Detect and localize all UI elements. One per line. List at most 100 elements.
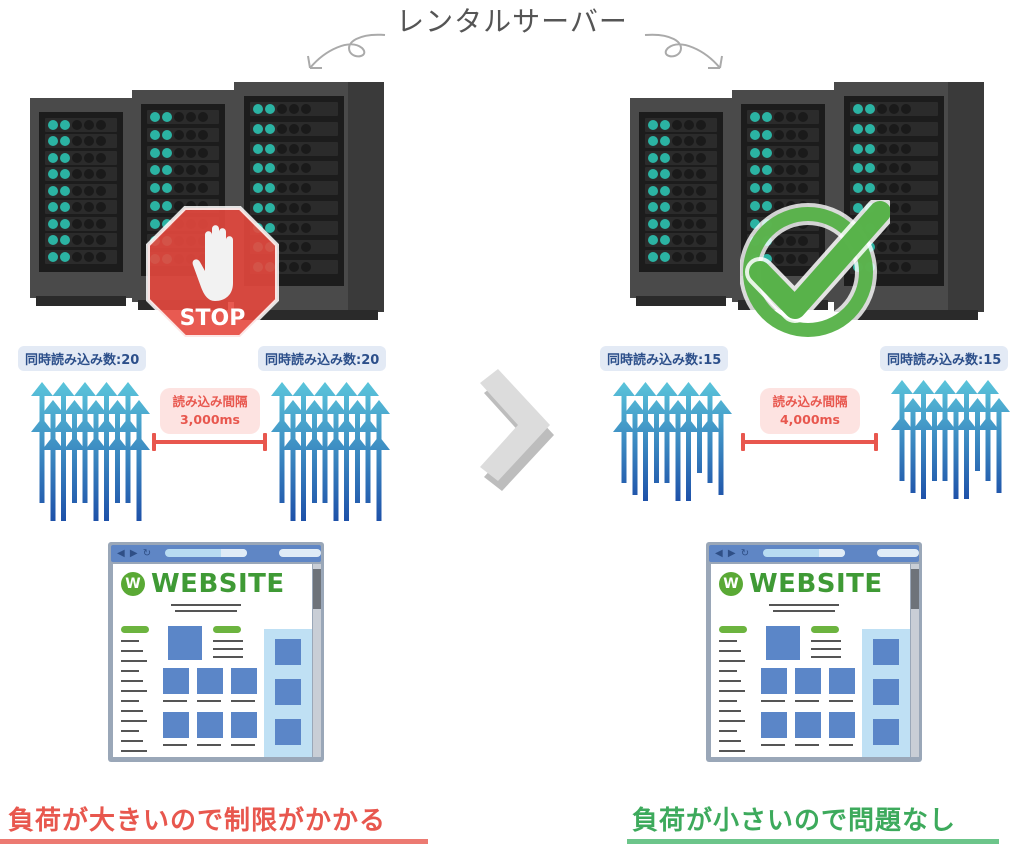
status-led-on bbox=[162, 112, 172, 122]
text-line bbox=[811, 656, 841, 658]
status-led-on bbox=[60, 202, 70, 213]
status-led-on bbox=[648, 251, 658, 262]
status-led-off bbox=[672, 185, 682, 196]
status-led-on bbox=[150, 183, 160, 194]
status-led-off bbox=[696, 218, 706, 229]
status-led-off bbox=[84, 120, 94, 130]
server-unit bbox=[45, 216, 117, 231]
status-led-off bbox=[277, 143, 287, 154]
status-led-off bbox=[186, 112, 196, 122]
status-led-on bbox=[750, 112, 760, 122]
request-arrow bbox=[52, 418, 75, 521]
status-led-off bbox=[289, 242, 299, 253]
status-led-on bbox=[162, 129, 172, 140]
status-led-off bbox=[301, 202, 311, 213]
status-led-on bbox=[648, 185, 658, 196]
status-led-off bbox=[198, 129, 208, 140]
server-unit bbox=[250, 181, 338, 196]
interval-badge-right: 読み込み間隔 4,000ms bbox=[760, 388, 860, 434]
text-line bbox=[121, 740, 143, 742]
status-led-off bbox=[289, 262, 299, 273]
conclusion-left: 負荷が大きいので制限がかかる bbox=[8, 806, 387, 836]
status-led-off bbox=[798, 236, 808, 247]
status-led-on bbox=[660, 235, 670, 246]
text-line bbox=[719, 680, 741, 682]
status-led-on bbox=[60, 152, 70, 163]
request-arrow bbox=[95, 418, 118, 515]
server-unit bbox=[147, 145, 219, 160]
status-led-off bbox=[301, 262, 311, 273]
server-unit bbox=[645, 183, 717, 198]
server-unit bbox=[645, 167, 717, 182]
status-led-off bbox=[84, 218, 94, 229]
request-arrow bbox=[613, 418, 635, 483]
text-line bbox=[121, 730, 139, 732]
text-line bbox=[719, 650, 741, 652]
status-led-off bbox=[174, 165, 184, 176]
request-arrows-right-b bbox=[891, 380, 1010, 499]
text-line bbox=[719, 690, 745, 692]
status-led-off bbox=[96, 202, 106, 213]
status-led-off bbox=[901, 202, 911, 213]
status-led-off bbox=[84, 136, 94, 147]
status-led-on bbox=[762, 112, 772, 122]
status-led-on bbox=[150, 129, 160, 140]
text-line bbox=[773, 610, 835, 612]
text-line bbox=[719, 710, 741, 712]
conclusion-underline-left bbox=[0, 839, 428, 844]
status-led-on bbox=[265, 104, 275, 114]
section-heading bbox=[121, 626, 149, 633]
request-arrow bbox=[977, 416, 999, 481]
text-line bbox=[175, 610, 237, 612]
status-led-on bbox=[48, 136, 58, 147]
status-led-off bbox=[277, 242, 287, 253]
status-led-on bbox=[60, 235, 70, 246]
status-led-off bbox=[901, 222, 911, 233]
status-led-off bbox=[277, 163, 287, 174]
server-unit bbox=[45, 167, 117, 182]
status-led-off bbox=[889, 143, 899, 154]
address-bar-end bbox=[221, 549, 247, 557]
status-led-off bbox=[696, 152, 706, 163]
status-led-off bbox=[84, 251, 94, 262]
status-led-off bbox=[301, 242, 311, 253]
website-logo: W WEBSITE bbox=[719, 569, 883, 599]
status-led-on bbox=[762, 129, 772, 140]
text-line bbox=[163, 744, 187, 746]
status-led-off bbox=[301, 163, 311, 174]
status-led-off bbox=[289, 104, 299, 114]
status-led-off bbox=[198, 147, 208, 158]
status-led-off bbox=[301, 183, 311, 194]
status-led-off bbox=[72, 185, 82, 196]
curly-arrow-right-icon bbox=[644, 33, 723, 69]
server-unit bbox=[747, 181, 819, 196]
status-led-on bbox=[60, 185, 70, 196]
status-led-off bbox=[901, 183, 911, 194]
text-line bbox=[171, 604, 241, 606]
status-led-on bbox=[162, 200, 172, 211]
request-arrow bbox=[31, 418, 53, 503]
status-led-off bbox=[174, 200, 184, 211]
status-led-on bbox=[150, 112, 160, 122]
text-line bbox=[197, 700, 221, 702]
rack-side bbox=[348, 82, 384, 312]
status-led-on bbox=[750, 147, 760, 158]
request-arrow bbox=[128, 436, 150, 521]
status-led-on bbox=[253, 123, 263, 134]
scrollbar bbox=[313, 564, 321, 757]
status-led-off bbox=[696, 185, 706, 196]
status-led-on bbox=[853, 202, 863, 213]
status-led-on bbox=[48, 251, 58, 262]
request-arrow bbox=[74, 418, 96, 493]
status-led-off bbox=[901, 123, 911, 134]
status-led-off bbox=[696, 136, 706, 147]
status-led-off bbox=[684, 136, 694, 147]
request-arrow bbox=[368, 436, 390, 521]
request-arrow bbox=[699, 418, 721, 483]
text-line bbox=[719, 740, 741, 742]
status-led-on bbox=[648, 169, 658, 180]
browser-toolbar: ◀ ▶ ↻ bbox=[709, 545, 919, 562]
request-arrow bbox=[292, 418, 315, 521]
status-led-off bbox=[96, 120, 106, 130]
stop-label: STOP bbox=[180, 306, 246, 331]
